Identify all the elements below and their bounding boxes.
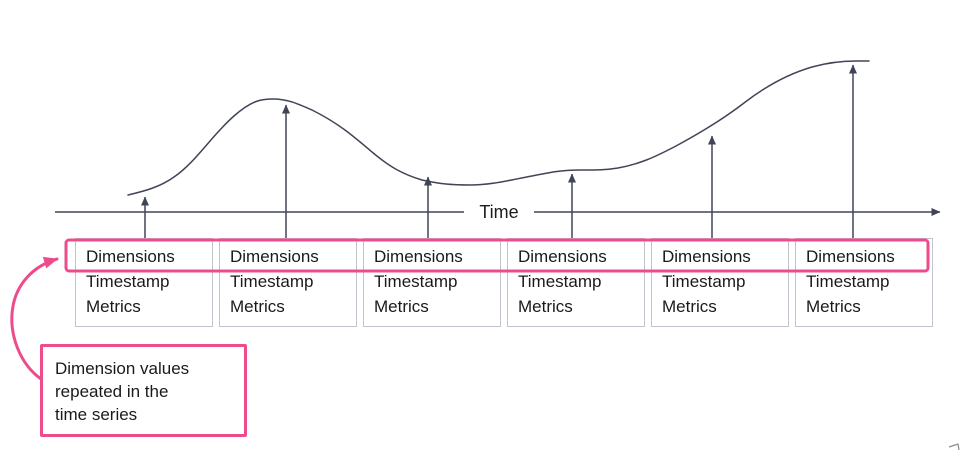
- record-dimensions: Dimensions: [662, 247, 751, 266]
- callout-note: Dimension values repeated in the time se…: [40, 344, 247, 437]
- record-timestamp: Timestamp: [518, 272, 602, 291]
- record-box: Dimensions Timestamp Metrics: [795, 238, 933, 327]
- record-box: Dimensions Timestamp Metrics: [75, 238, 213, 327]
- record-metrics: Metrics: [230, 297, 285, 316]
- record-metrics: Metrics: [86, 297, 141, 316]
- record-timestamp: Timestamp: [374, 272, 458, 291]
- record-dimensions: Dimensions: [86, 247, 175, 266]
- record-metrics: Metrics: [374, 297, 429, 316]
- record-dimensions: Dimensions: [518, 247, 607, 266]
- record-dimensions: Dimensions: [230, 247, 319, 266]
- time-series-curve: [127, 60, 870, 196]
- axis-label: Time: [464, 200, 534, 224]
- record-dimensions: Dimensions: [806, 247, 895, 266]
- callout-line: Dimension values: [55, 359, 190, 378]
- record-box: Dimensions Timestamp Metrics: [219, 238, 357, 327]
- record-timestamp: Timestamp: [662, 272, 746, 291]
- corner-artifact: [948, 443, 960, 450]
- record-timestamp: Timestamp: [86, 272, 170, 291]
- record-dimensions: Dimensions: [374, 247, 463, 266]
- record-metrics: Metrics: [806, 297, 861, 316]
- callout-line: time series: [55, 405, 138, 424]
- record-box: Dimensions Timestamp Metrics: [651, 238, 789, 327]
- record-metrics: Metrics: [662, 297, 717, 316]
- record-metrics: Metrics: [518, 297, 573, 316]
- record-box: Dimensions Timestamp Metrics: [363, 238, 501, 327]
- record-timestamp: Timestamp: [230, 272, 314, 291]
- record-box: Dimensions Timestamp Metrics: [507, 238, 645, 327]
- callout-line: repeated in the: [55, 382, 169, 401]
- record-timestamp: Timestamp: [806, 272, 890, 291]
- records-row: Dimensions Timestamp Metrics Dimensions …: [75, 238, 937, 327]
